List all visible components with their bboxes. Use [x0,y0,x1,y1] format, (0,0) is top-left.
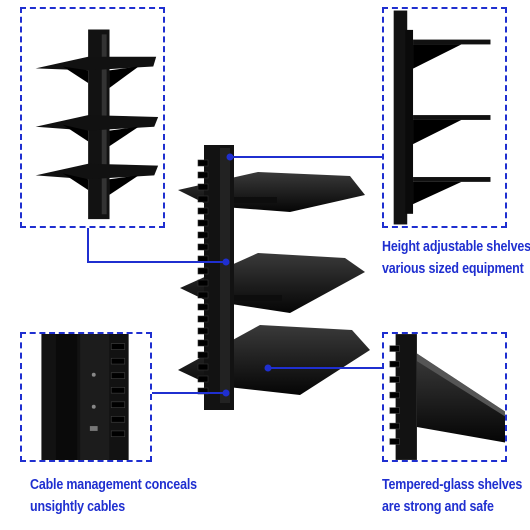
inset-cable-management [20,332,152,462]
shelf-middle [180,253,365,313]
caption-glass-line-2: are strong and safe [382,499,494,515]
inset-tempered-glass [382,332,507,462]
shelf-top [178,172,365,212]
shelf-bottom [178,325,370,395]
caption-glass-line-1: Tempered-glass shelves [382,477,523,493]
caption-height-line-1: Height adjustable shelves fit [382,239,530,255]
caption-tempered-glass: Tempered-glass shelves are strong and sa… [382,474,522,518]
inset-shelf-overview [20,7,165,228]
inset-bracket-profile [382,7,507,228]
caption-height-line-2: various sized equipment [382,261,524,277]
caption-cable-management: Cable management conceals unsightly cabl… [30,474,197,518]
caption-cable-line-1: Cable management conceals [30,477,197,493]
caption-cable-line-2: unsightly cables [30,499,125,515]
caption-height-adjustable: Height adjustable shelves fit various si… [382,236,530,280]
vertical-spine [197,145,234,410]
